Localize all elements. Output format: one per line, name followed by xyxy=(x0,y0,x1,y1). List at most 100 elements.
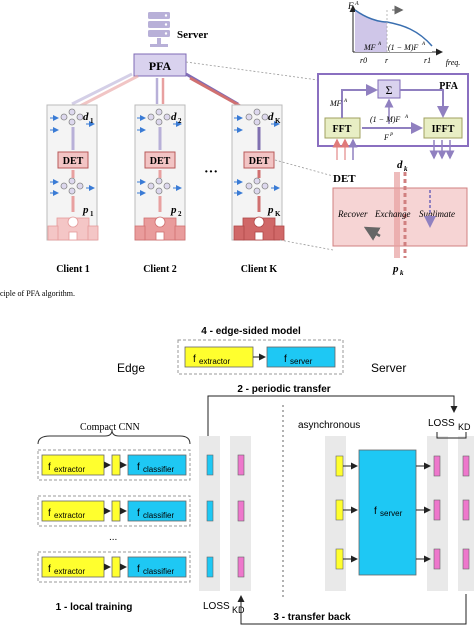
server-input-2 xyxy=(335,499,344,521)
edge-model-box xyxy=(177,339,344,375)
row1-f-extractor-sub: extractor xyxy=(54,465,85,474)
client-ellipsis: ··· xyxy=(204,165,218,180)
area-label-1: MF xyxy=(363,43,376,52)
f-server-block xyxy=(358,449,417,576)
model-f-server: f xyxy=(284,354,287,365)
det-label-1: DET xyxy=(63,156,84,167)
chart-y-label: F xyxy=(347,1,354,11)
fp-label: F xyxy=(383,133,389,142)
model-f-extractor-sub: extractor xyxy=(199,357,230,366)
det-detail-link xyxy=(274,159,334,177)
model-server-block xyxy=(266,346,336,368)
recover-label: Recover xyxy=(337,209,368,219)
server-label: Server xyxy=(177,29,208,41)
client-column-2: DET d 2 p 2 Client 2 xyxy=(134,104,186,275)
exchange-label: Exchange xyxy=(374,209,410,219)
area-label-2: (1 − M)F xyxy=(388,43,418,52)
row3-f-extractor: f xyxy=(48,564,51,575)
mf-sup: A xyxy=(343,99,348,104)
pfa-label: PFA xyxy=(149,59,172,73)
client-k-d: d xyxy=(268,111,274,123)
server-out-2 xyxy=(433,499,441,521)
client-column-1: DET d 1 p 1 Client 1 xyxy=(46,104,99,275)
local-training-label: 1 - local training xyxy=(56,602,133,613)
client-k-name: Client K xyxy=(241,264,278,275)
client-1-name: Client 1 xyxy=(56,264,90,275)
server-out-1 xyxy=(433,455,441,477)
model-f-server-sub: server xyxy=(290,357,313,366)
pfa-detail-box: PFA Σ FFT IFFT MF A (1 − M)F A F P xyxy=(317,73,469,160)
client-2-p: p xyxy=(170,204,177,216)
tick-r: r xyxy=(385,56,389,65)
area-sup-1: A xyxy=(377,42,382,47)
asynchronous-label: asynchronous xyxy=(298,420,360,431)
hospital-icon-2 xyxy=(134,216,186,241)
model-f-extractor: f xyxy=(193,354,196,365)
server-loss-bracket xyxy=(436,432,467,439)
client-1-p: p xyxy=(82,204,89,216)
server-out-3 xyxy=(433,548,441,570)
row3-f-classifier-sub: classifier xyxy=(143,567,174,576)
row1-f-classifier: f xyxy=(137,462,140,473)
chart-x-label: freq. xyxy=(446,58,461,67)
edge-loss-kd: LOSS xyxy=(203,601,230,612)
pfa-detail-title: PFA xyxy=(439,81,458,92)
sublimate-label: Sublimate xyxy=(419,209,455,219)
edge-cnn-row-3: f extractor f classifier xyxy=(37,551,245,583)
row1-f-classifier-sub: classifier xyxy=(143,465,174,474)
row3-f-classifier: f xyxy=(137,564,140,575)
det-detail-d: d xyxy=(397,159,403,171)
high-freq-area xyxy=(387,22,432,52)
edge-cnn-row-1: f extractor f classifier xyxy=(37,449,245,481)
server-target-3 xyxy=(462,548,470,570)
row3-f-extractor-sub: extractor xyxy=(54,567,85,576)
det-detail: DET d k p k Recover Exchange Sublimate xyxy=(332,159,468,277)
fft-label: FFT xyxy=(333,124,352,135)
client-2-d: d xyxy=(171,111,177,123)
mf-label: MF xyxy=(329,99,342,108)
row2-f-classifier-sub: classifier xyxy=(143,511,174,520)
server-input-3 xyxy=(335,548,344,570)
periodic-transfer-arrow xyxy=(207,395,458,436)
tick-r1: r1 xyxy=(424,56,431,65)
transfer-back-label: 3 - transfer back xyxy=(273,612,351,623)
one-minus-m-sup: A xyxy=(404,115,409,120)
sum-symbol: Σ xyxy=(386,83,393,97)
client-2-p-sub: 2 xyxy=(178,210,182,218)
transfer-back-arrow xyxy=(237,594,467,625)
det-detail-p: p xyxy=(392,263,399,275)
det-detail-link-2 xyxy=(279,239,334,251)
fp-sup: P xyxy=(389,133,393,138)
edge-cnn-row-2: f extractor f classifier xyxy=(37,495,245,527)
server-f-server: f xyxy=(374,506,377,517)
edge-model-title: 4 - edge-sided model xyxy=(201,326,301,337)
periodic-transfer-label: 2 - periodic transfer xyxy=(237,384,330,395)
server-loss-kd: LOSS xyxy=(428,418,455,429)
frequency-spectrum-chart: F A freq. r0 r r1 MF A (1 − M)F A xyxy=(347,1,460,67)
row2-f-classifier: f xyxy=(137,508,140,519)
pfa-client-links xyxy=(71,72,245,110)
low-freq-area xyxy=(355,10,387,52)
det-label-2: DET xyxy=(150,156,171,167)
server-icon xyxy=(148,12,170,47)
area-sup-2: A xyxy=(421,42,426,47)
one-minus-m-label: (1 − M)F xyxy=(370,115,400,124)
hospital-icon-k xyxy=(233,216,285,241)
row2-f-extractor-sub: extractor xyxy=(54,511,85,520)
ifft-box xyxy=(423,117,463,139)
tick-r0: r0 xyxy=(360,56,367,65)
det-detail-p-sub: k xyxy=(400,269,404,277)
client-k-d-sub: K xyxy=(275,117,281,125)
det-detail-d-sub: k xyxy=(404,165,408,173)
edge-loss-kd-sub: KD xyxy=(232,605,245,615)
edge-rows-dots: ... xyxy=(109,532,117,543)
det-detail-title: DET xyxy=(333,173,356,185)
compact-cnn-label: Compact CNN xyxy=(80,422,140,433)
client-2-name: Client 2 xyxy=(143,264,177,275)
client-k-p-sub: K xyxy=(275,210,281,218)
ifft-label: IFFT xyxy=(432,124,455,135)
compact-cnn-brace xyxy=(37,429,191,445)
edge-label: Edge xyxy=(117,361,145,375)
top-caption: ciple of PFA algorithm. xyxy=(0,289,75,298)
